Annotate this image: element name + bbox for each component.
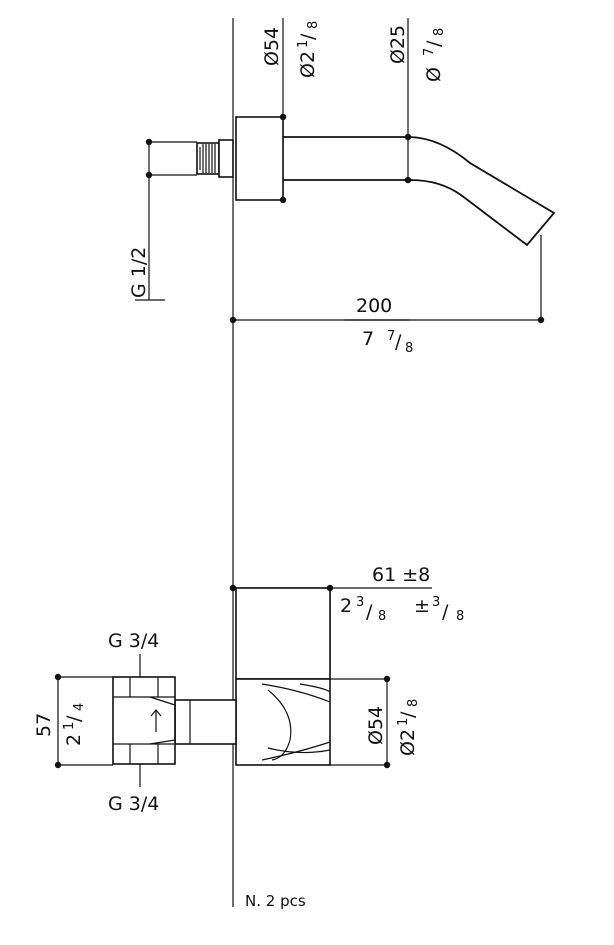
quantity-note: N. 2 pcs <box>245 892 306 910</box>
mixer-drawing <box>57 587 432 787</box>
spout-dim-dots <box>145 113 545 324</box>
svg-text:/: / <box>63 715 85 722</box>
spout-length-inch: 7 7 / 8 <box>362 328 413 356</box>
svg-text:Ø: Ø <box>423 67 445 82</box>
svg-text:Ø54: Ø54 <box>365 706 387 745</box>
svg-text:Ø2: Ø2 <box>397 729 419 756</box>
mixer-depth-inch: 2 3 / 8 ± 3 / 8 <box>340 595 464 624</box>
spout-tube-diameter-label: Ø25 <box>387 25 409 64</box>
svg-text:4: 4 <box>72 703 87 711</box>
spout-tube-diameter-inch: Ø 7 / 8 <box>422 28 447 82</box>
spout-outer-diameter-label: Ø54 <box>261 27 283 66</box>
mixer-thread-bottom-label: G 3/4 <box>108 793 159 815</box>
svg-text:G 1/2: G 1/2 <box>128 247 150 298</box>
svg-text:/: / <box>297 33 319 40</box>
svg-text:3: 3 <box>356 595 364 610</box>
svg-text:8: 8 <box>406 699 421 707</box>
svg-text:/: / <box>442 601 449 623</box>
svg-text:1: 1 <box>296 40 311 48</box>
svg-text:8: 8 <box>378 609 386 624</box>
svg-text:8: 8 <box>306 21 321 29</box>
svg-text:8: 8 <box>405 341 413 356</box>
mixer-depth-label: 61 ±8 <box>372 564 430 586</box>
svg-text:7: 7 <box>362 328 374 350</box>
mixer-thread-top-label: G 3/4 <box>108 630 159 652</box>
mixer-height-inch: 2 1 / 4 <box>62 703 87 746</box>
svg-text:Ø25: Ø25 <box>387 25 409 64</box>
svg-text:1: 1 <box>62 722 77 730</box>
svg-text:7: 7 <box>422 48 437 56</box>
svg-text:8: 8 <box>432 28 447 36</box>
mixer-diameter-inch: Ø2 1 / 8 <box>396 699 421 756</box>
mixer-diameter-label: Ø54 <box>365 706 387 745</box>
svg-text:2: 2 <box>340 595 352 617</box>
svg-text:/: / <box>395 331 402 353</box>
spout-outer-diameter-inch: Ø2 1 / 8 <box>296 21 321 78</box>
mixer-dim-dots <box>54 584 391 769</box>
svg-text:Ø2: Ø2 <box>297 51 319 78</box>
svg-text:2: 2 <box>63 734 85 746</box>
svg-text:Ø54: Ø54 <box>261 27 283 66</box>
spout-drawing <box>135 18 556 321</box>
svg-text:/: / <box>423 40 445 47</box>
svg-text:±: ± <box>414 595 430 617</box>
svg-text:1: 1 <box>396 718 411 726</box>
svg-text:/: / <box>366 601 373 623</box>
spout-length-label: 200 <box>356 295 392 317</box>
spout-thread-label: G 1/2 <box>128 247 150 298</box>
svg-text:57: 57 <box>33 713 55 737</box>
svg-text:8: 8 <box>456 609 464 624</box>
mixer-height-label: 57 <box>33 713 55 737</box>
svg-text:/: / <box>397 711 419 718</box>
svg-text:7: 7 <box>387 329 395 344</box>
svg-text:3: 3 <box>432 595 440 610</box>
